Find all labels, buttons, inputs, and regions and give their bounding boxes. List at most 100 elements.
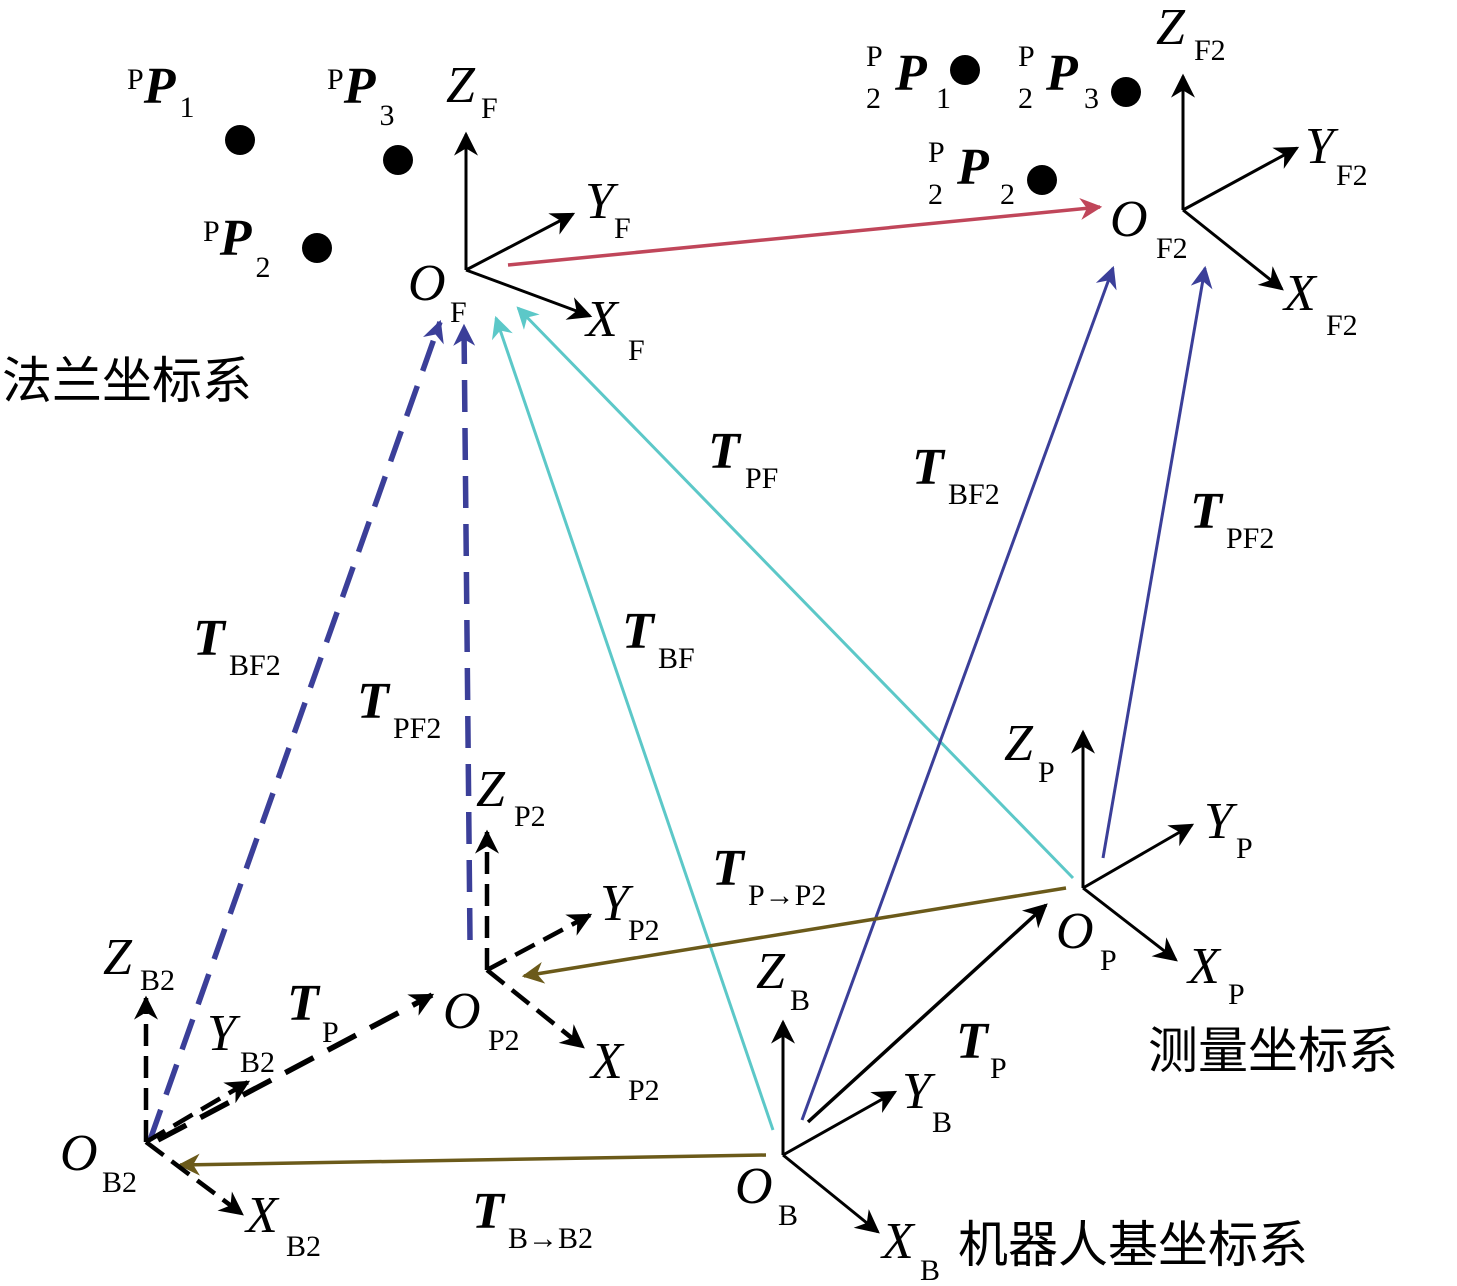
svg-text:F: F xyxy=(628,334,645,367)
svg-text:B: B xyxy=(920,1254,940,1286)
svg-text:T: T xyxy=(708,423,742,480)
svg-text:B: B xyxy=(932,1106,952,1139)
svg-text:2: 2 xyxy=(866,82,881,115)
arrow-t-b-b2 xyxy=(177,1153,767,1176)
svg-text:PF2: PF2 xyxy=(393,712,441,745)
svg-text:X: X xyxy=(584,291,620,348)
label-t-b-b2: T B→B2 xyxy=(472,1183,593,1255)
svg-text:P: P xyxy=(894,45,928,102)
svg-text:T: T xyxy=(622,603,656,660)
svg-text:BF: BF xyxy=(658,642,695,675)
svg-text:P: P xyxy=(1018,40,1035,73)
frame-base2-axes xyxy=(134,995,251,1216)
svg-text:PF2: PF2 xyxy=(1226,522,1274,555)
svg-text:P: P xyxy=(928,136,945,169)
frame-measure2-labels: Z P2 Y P2 X P2 O P2 xyxy=(443,761,660,1107)
arrow-t-pf xyxy=(516,306,1075,880)
svg-text:T: T xyxy=(956,1013,990,1070)
frame-flange-axes xyxy=(454,131,593,320)
svg-text:X: X xyxy=(1186,938,1222,995)
label-base-frame: 机器人基坐标系 xyxy=(958,1216,1308,1274)
svg-text:Y: Y xyxy=(1204,793,1238,850)
svg-text:Z: Z xyxy=(1004,715,1034,772)
svg-text:P2: P2 xyxy=(488,1024,520,1057)
point-p2-dot xyxy=(302,233,332,263)
label-t-bf2-left: T BF2 xyxy=(193,610,281,682)
svg-text:B: B xyxy=(778,1199,798,1232)
arrow-t-bf xyxy=(491,315,775,1131)
svg-text:T: T xyxy=(472,1183,506,1240)
label-t-bf: T BF xyxy=(622,603,695,675)
svg-text:Z: Z xyxy=(1156,0,1186,56)
svg-text:Z: Z xyxy=(476,761,506,818)
point-p3-dot xyxy=(383,145,413,175)
svg-text:F: F xyxy=(614,212,631,245)
svg-text:T: T xyxy=(1190,483,1224,540)
svg-text:BF2: BF2 xyxy=(948,478,1000,511)
arrow-t-p-p2 xyxy=(521,886,1067,984)
svg-text:O: O xyxy=(443,983,481,1040)
svg-text:F2: F2 xyxy=(1156,232,1188,265)
label-flange-frame: 法兰坐标系 xyxy=(2,352,252,410)
arrow-t-pf2-dashed xyxy=(453,323,476,941)
label-t-pf2-left: T PF2 xyxy=(357,673,441,745)
svg-text:T: T xyxy=(712,840,746,897)
svg-text:B→B2: B→B2 xyxy=(508,1222,593,1255)
svg-text:P: P xyxy=(1236,832,1253,865)
point-q3-dot xyxy=(1111,77,1141,107)
point-p3-label: PP3 xyxy=(327,58,394,132)
svg-text:B2: B2 xyxy=(240,1046,275,1079)
svg-text:Z: Z xyxy=(446,57,476,114)
svg-text:T: T xyxy=(357,673,391,730)
label-measure-frame: 测量坐标系 xyxy=(1148,1022,1398,1080)
svg-text:F2: F2 xyxy=(1326,309,1358,342)
svg-text:P2: P2 xyxy=(628,914,660,947)
svg-text:P: P xyxy=(1100,944,1117,977)
svg-text:O: O xyxy=(408,255,446,312)
svg-text:X: X xyxy=(589,1033,625,1090)
label-t-pf2-right: T PF2 xyxy=(1190,483,1274,555)
frame-measure-axes xyxy=(1071,729,1195,962)
svg-text:O: O xyxy=(1110,191,1148,248)
frame-measure2-axes xyxy=(475,829,593,1049)
svg-text:1: 1 xyxy=(936,82,951,115)
svg-text:P: P xyxy=(866,40,883,73)
svg-text:T: T xyxy=(193,610,227,667)
point-q1-label: P 2 P 1 xyxy=(866,40,951,115)
point-q3-label: P 2 P 3 xyxy=(1018,40,1099,115)
arrow-t-f-f2 xyxy=(507,197,1103,267)
svg-text:P: P xyxy=(990,1052,1007,1085)
svg-text:B2: B2 xyxy=(102,1166,137,1199)
svg-text:P: P xyxy=(956,139,990,196)
svg-text:X: X xyxy=(880,1213,916,1270)
svg-text:P2: P2 xyxy=(628,1074,660,1107)
svg-text:BF2: BF2 xyxy=(229,649,281,682)
svg-text:T: T xyxy=(287,975,321,1032)
arrow-t-pf2 xyxy=(1101,265,1213,859)
arrow-t-bf2-dashed xyxy=(147,319,444,1141)
label-t-bf2-right: T BF2 xyxy=(912,439,1000,511)
frame-flange-labels: Z F Y F X F O F xyxy=(408,57,645,367)
svg-text:Y: Y xyxy=(1305,118,1339,175)
label-t-p-right: T P xyxy=(956,1013,1007,1085)
svg-text:P: P xyxy=(1045,45,1079,102)
svg-text:2: 2 xyxy=(1000,178,1015,211)
label-t-pf: T PF xyxy=(708,423,778,495)
point-p1-dot xyxy=(225,125,255,155)
svg-text:O: O xyxy=(60,1125,98,1182)
frame-measure-labels: Z P Y P X P O P xyxy=(1004,715,1253,1011)
point-q2-label: P 2 P 2 xyxy=(928,136,1015,211)
svg-text:B: B xyxy=(790,984,810,1017)
svg-text:Y: Y xyxy=(600,875,634,932)
svg-text:Y: Y xyxy=(902,1063,936,1120)
svg-text:O: O xyxy=(735,1158,773,1215)
label-t-p-left: T P xyxy=(287,975,339,1049)
point-q2-dot xyxy=(1027,165,1057,195)
frame-base2-labels: Z B2 Y B2 X B2 O B2 xyxy=(60,929,321,1263)
svg-text:P: P xyxy=(322,1016,339,1049)
label-t-p-p2: T P→P2 xyxy=(712,840,826,912)
svg-text:F2: F2 xyxy=(1336,159,1368,192)
svg-text:2: 2 xyxy=(1018,82,1033,115)
svg-text:F: F xyxy=(481,92,498,125)
